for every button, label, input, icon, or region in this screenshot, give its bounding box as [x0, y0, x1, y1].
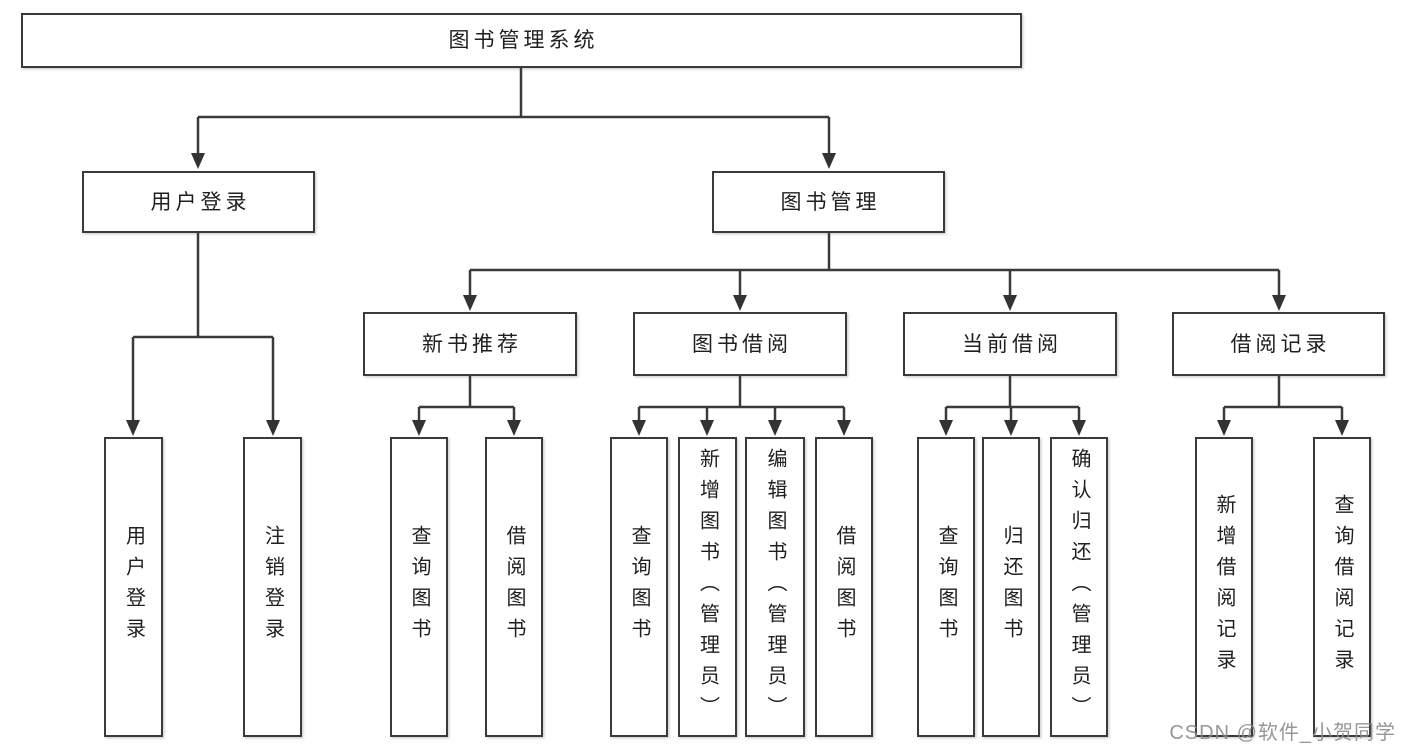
- arrowhead-down-icon: [1072, 420, 1086, 436]
- connector-line: [131, 68, 1344, 421]
- arrowhead-down-icon: [837, 420, 851, 436]
- leaf-add-borrow-record: 新增借阅记录: [1195, 437, 1253, 737]
- arrowhead-down-icon: [700, 420, 714, 436]
- arrowhead-down-icon: [1217, 420, 1231, 436]
- node-library-management-system: 图书管理系统: [21, 13, 1022, 68]
- node-book-borrowing: 图书借阅: [633, 312, 847, 376]
- arrowhead-down-icon: [463, 295, 477, 311]
- arrowhead-down-icon: [1004, 420, 1018, 436]
- leaf-edit-books-admin: 编辑图书（管理员）: [745, 437, 805, 737]
- arrowhead-down-icon: [768, 420, 782, 436]
- leaf-return-books: 归还图书: [982, 437, 1040, 737]
- leaf-query-books-recommend: 查询图书: [390, 437, 448, 737]
- node-book-management: 图书管理: [712, 171, 945, 233]
- arrowhead-down-icon: [126, 420, 140, 436]
- leaf-query-books-borrowing: 查询图书: [610, 437, 668, 737]
- csdn-watermark: CSDN @软件_小贺同学: [1169, 722, 1396, 744]
- leaf-confirm-return-admin: 确认归还（管理员）: [1050, 437, 1108, 737]
- arrowhead-down-icon: [1335, 420, 1349, 436]
- arrowhead-down-icon: [939, 420, 953, 436]
- arrowhead-down-icon: [266, 420, 280, 436]
- leaf-query-borrow-record: 查询借阅记录: [1313, 437, 1371, 737]
- arrowhead-down-icon: [412, 420, 426, 436]
- arrowhead-down-icon: [632, 420, 646, 436]
- arrowhead-down-icon: [507, 420, 521, 436]
- arrowhead-down-icon: [191, 153, 205, 169]
- node-current-borrowing: 当前借阅: [903, 312, 1117, 376]
- arrowhead-down-icon: [733, 295, 747, 311]
- arrowhead-down-icon: [1272, 295, 1286, 311]
- arrowhead-down-icon: [822, 153, 836, 169]
- arrowheads-down: [126, 153, 1349, 436]
- leaf-add-books-admin: 新增图书（管理员）: [678, 437, 737, 737]
- leaf-borrow-books-recommend: 借阅图书: [485, 437, 543, 737]
- leaf-borrow-books-borrowing: 借阅图书: [815, 437, 873, 737]
- leaf-logout-login: 注销登录: [243, 437, 302, 737]
- node-user-login: 用户登录: [82, 171, 315, 233]
- leaf-user-login: 用户登录: [104, 437, 163, 737]
- arrowhead-down-icon: [1003, 295, 1017, 311]
- leaf-query-books-current: 查询图书: [917, 437, 975, 737]
- node-borrowing-records: 借阅记录: [1172, 312, 1385, 376]
- node-new-book-recommendation: 新书推荐: [363, 312, 577, 376]
